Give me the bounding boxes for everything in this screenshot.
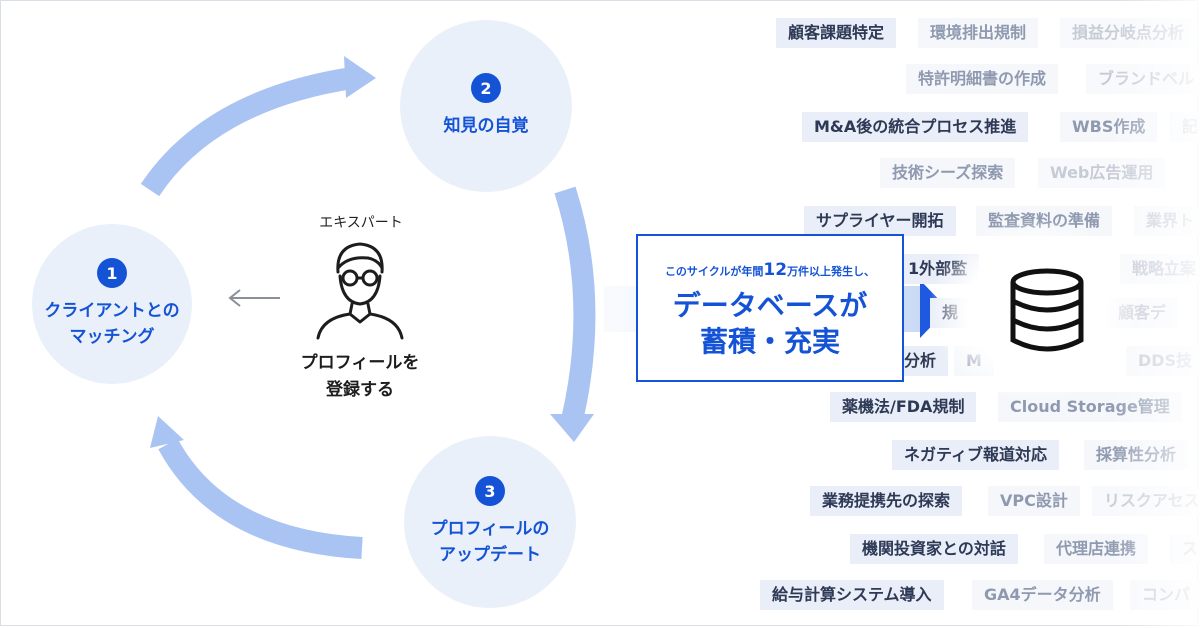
step-2-circle: 2 知見の自覚 <box>400 20 572 192</box>
skill-tag: 採算性分析 <box>1084 440 1189 470</box>
arrowhead-3-to-1 <box>150 416 184 448</box>
skill-tag: ネガティブ報道対応 <box>892 440 1060 470</box>
step-3-number: 3 <box>475 476 505 506</box>
step-1-label: クライアントとの マッチング <box>44 301 180 347</box>
skill-tag: VPC設計 <box>988 486 1080 516</box>
skill-tag: WBS作成 <box>1060 112 1158 142</box>
skill-tag: GA4データ分析 <box>972 580 1113 610</box>
skill-tag: 薬機法/FDA規制 <box>830 392 977 422</box>
skill-tag: 業務提携先の探索 <box>810 486 963 516</box>
skill-tag: 損益分岐点分析 <box>1060 18 1197 48</box>
arrowhead-1-to-2 <box>344 56 376 98</box>
skill-tag: 技術シーズ探索 <box>880 158 1016 188</box>
step-1-number: 1 <box>97 258 127 288</box>
skill-tag: Web広告運用 <box>1038 158 1166 188</box>
expert-person-icon <box>316 242 404 340</box>
skill-tag: コンパ <box>1130 580 1200 610</box>
summary-caption: このサイクルが年間12万件以上発生し、 <box>638 260 902 280</box>
summary-number: 12 <box>763 260 788 280</box>
arrowhead-2-to-3 <box>550 414 594 442</box>
database-icon <box>1010 268 1084 352</box>
summary-post: 万件以上発生し、 <box>787 265 876 278</box>
skill-tag: M&A後の統合プロセス推進 <box>802 112 1029 142</box>
skill-tag: 環境排出規制 <box>918 18 1039 48</box>
skill-tag: 特許明細書の作成 <box>906 64 1059 94</box>
skill-tag: 代理店連携 <box>1044 534 1149 564</box>
skill-tag: 業界ト <box>1134 206 1200 236</box>
summary-pre: このサイクルが年間 <box>664 265 764 278</box>
skill-tag: ス <box>1170 534 1200 564</box>
step-3-label: プロフィールの アップデート <box>430 519 550 565</box>
arrow-3-to-1 <box>158 438 363 559</box>
skill-tag: 記 <box>1170 112 1200 142</box>
step-2-label: 知見の自覚 <box>443 116 529 136</box>
skill-tag: リスクアセス <box>1092 486 1200 516</box>
skill-tag: 給与計算システム導入 <box>760 580 944 610</box>
step-1-circle: 1 クライアントとの マッチング <box>32 224 192 384</box>
step-2-number: 2 <box>471 73 501 103</box>
arrow-2-to-3 <box>554 186 596 423</box>
skill-tag: ブランドベル <box>1086 64 1200 94</box>
cycle-summary-box: このサイクルが年間12万件以上発生し、 データベースが 蓄積・充実 <box>636 234 904 382</box>
step-3-circle: 3 プロフィールの アップデート <box>404 436 576 608</box>
arrow-1-to-2 <box>140 67 354 197</box>
skill-tag: 顧客課題特定 <box>776 18 897 48</box>
expert-title: エキスパート <box>319 215 403 231</box>
skill-tag: 機関投資家との対話 <box>850 534 1018 564</box>
expert-action-label: プロフィールを 登録する <box>300 353 420 400</box>
summary-headline: データベースが 蓄積・充実 <box>672 289 868 358</box>
